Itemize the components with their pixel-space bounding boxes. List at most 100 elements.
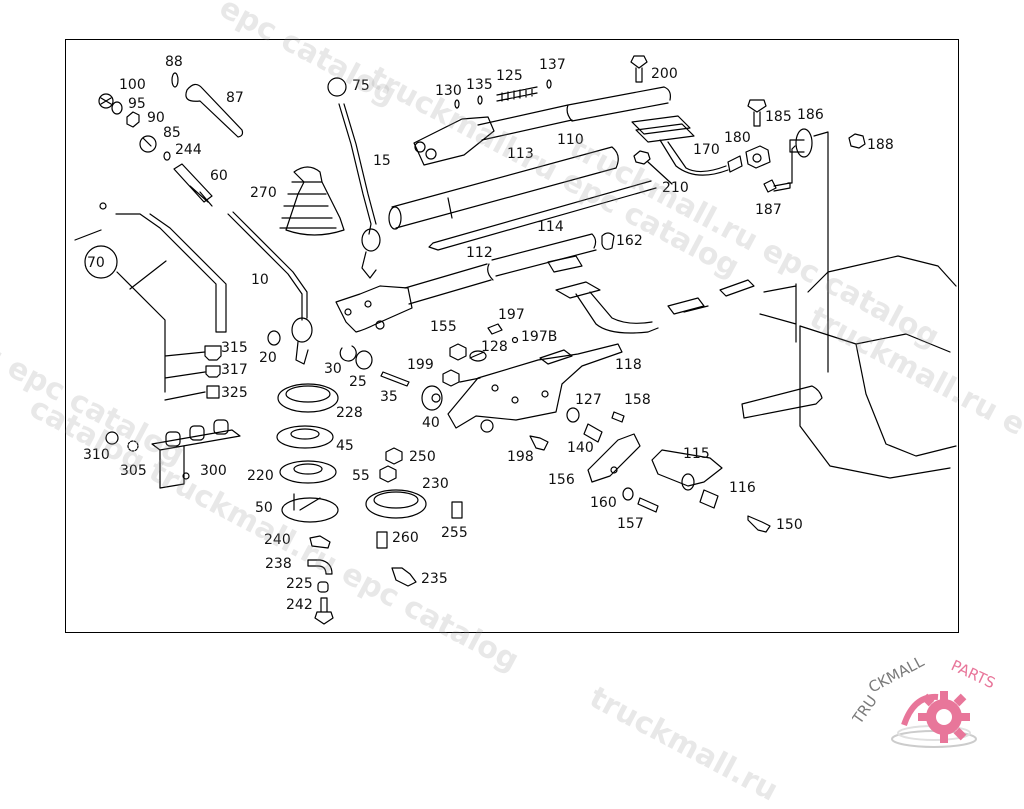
- part-label-255[interactable]: 255: [441, 525, 468, 541]
- part-label-170[interactable]: 170: [693, 142, 720, 158]
- part-310-nut[interactable]: [105, 431, 119, 445]
- part-156-lever[interactable]: [587, 433, 641, 483]
- part-label-125[interactable]: 125: [496, 68, 523, 84]
- part-label-197[interactable]: 197: [498, 307, 525, 323]
- part-label-114[interactable]: 114: [537, 219, 564, 235]
- part-170-pipe[interactable]: [635, 123, 743, 176]
- part-158-pin[interactable]: [611, 411, 625, 423]
- truckmallparts-logo[interactable]: TRU CKMALL PARTS: [848, 652, 1022, 750]
- part-244-grommet[interactable]: [163, 151, 171, 161]
- part-186-flange[interactable]: [789, 128, 813, 158]
- part-label-150[interactable]: 150: [776, 517, 803, 533]
- part-label-115[interactable]: 115: [683, 446, 710, 462]
- part-40-bushing[interactable]: [421, 385, 443, 411]
- part-135-washer[interactable]: [477, 95, 483, 105]
- part-label-220[interactable]: 220: [247, 468, 274, 484]
- part-label-116[interactable]: 116: [729, 480, 756, 496]
- part-label-300[interactable]: 300: [200, 463, 227, 479]
- part-label-200[interactable]: 200: [651, 66, 678, 82]
- part-260-bolt[interactable]: [376, 531, 388, 549]
- part-pedal-arm[interactable]: [555, 281, 659, 334]
- part-116-bushing[interactable]: [699, 489, 719, 509]
- part-label-242[interactable]: 242: [286, 597, 313, 613]
- part-90-nut[interactable]: [126, 111, 140, 128]
- part-label-240[interactable]: 240: [264, 532, 291, 548]
- part-label-70[interactable]: 70: [87, 255, 105, 271]
- part-label-244[interactable]: 244: [175, 142, 202, 158]
- part-label-158[interactable]: 158: [624, 392, 651, 408]
- part-70-callout[interactable]: [84, 245, 118, 279]
- part-label-235[interactable]: 235: [421, 571, 448, 587]
- part-label-185[interactable]: 185: [765, 109, 792, 125]
- part-label-50[interactable]: 50: [255, 500, 273, 516]
- part-185-bolt[interactable]: [747, 99, 767, 127]
- part-label-110[interactable]: 110: [557, 132, 584, 148]
- part-87-lever-grip[interactable]: [185, 83, 244, 138]
- part-label-20[interactable]: 20: [259, 350, 277, 366]
- part-200-bolt[interactable]: [630, 55, 648, 83]
- part-300-bracket[interactable]: [151, 419, 241, 489]
- part-label-85[interactable]: 85: [163, 125, 181, 141]
- part-label-35[interactable]: 35: [380, 389, 398, 405]
- part-110-rod[interactable]: [477, 86, 691, 141]
- part-88-ring[interactable]: [171, 72, 179, 88]
- part-label-40[interactable]: 40: [422, 415, 440, 431]
- part-label-155[interactable]: 155: [430, 319, 457, 335]
- part-label-198[interactable]: 198: [507, 449, 534, 465]
- part-187-bolt[interactable]: [763, 145, 796, 193]
- part-157-pin[interactable]: [637, 497, 659, 513]
- part-label-199[interactable]: 199: [407, 357, 434, 373]
- part-242-bolt[interactable]: [314, 597, 334, 625]
- part-20-bushing[interactable]: [267, 330, 281, 346]
- part-label-225[interactable]: 225: [286, 576, 313, 592]
- part-305-washer[interactable]: [127, 440, 139, 452]
- part-198-bolt[interactable]: [529, 435, 549, 451]
- part-label-162[interactable]: 162: [616, 233, 643, 249]
- part-250-nut[interactable]: [385, 447, 403, 465]
- part-label-55[interactable]: 55: [352, 468, 370, 484]
- part-35-pin[interactable]: [380, 371, 410, 387]
- part-label-15[interactable]: 15: [373, 153, 391, 169]
- part-label-210[interactable]: 210: [662, 180, 689, 196]
- part-label-270[interactable]: 270: [250, 185, 277, 201]
- part-127-bushing[interactable]: [566, 407, 580, 423]
- part-238-elbow[interactable]: [307, 559, 333, 575]
- part-210-nut[interactable]: [633, 150, 673, 185]
- part-30-circlip[interactable]: [339, 345, 357, 362]
- part-label-310[interactable]: 310: [83, 447, 110, 463]
- part-270-boot[interactable]: [279, 166, 345, 236]
- part-113-tube[interactable]: [388, 146, 619, 230]
- part-45-plate[interactable]: [276, 425, 334, 449]
- part-label-88[interactable]: 88: [165, 54, 183, 70]
- part-label-128[interactable]: 128: [481, 339, 508, 355]
- part-10-lever[interactable]: [227, 211, 313, 365]
- part-60-switch[interactable]: [173, 163, 213, 207]
- part-label-187[interactable]: 187: [755, 202, 782, 218]
- part-128-spring[interactable]: [469, 350, 487, 362]
- part-label-180[interactable]: 180: [724, 130, 751, 146]
- part-113-fork[interactable]: [413, 116, 495, 166]
- part-180-fitting[interactable]: [745, 145, 771, 169]
- part-label-140[interactable]: 140: [567, 440, 594, 456]
- part-label-230[interactable]: 230: [422, 476, 449, 492]
- part-label-87[interactable]: 87: [226, 90, 244, 106]
- part-label-112[interactable]: 112: [466, 245, 493, 261]
- part-label-75[interactable]: 75: [352, 78, 370, 94]
- part-label-45[interactable]: 45: [336, 438, 354, 454]
- part-label-95[interactable]: 95: [128, 96, 146, 112]
- part-162-clip[interactable]: [601, 232, 615, 250]
- part-240-clip[interactable]: [309, 535, 331, 549]
- part-label-250[interactable]: 250: [409, 449, 436, 465]
- part-label-197B[interactable]: 197B: [521, 329, 558, 345]
- part-label-186[interactable]: 186: [797, 107, 824, 123]
- part-label-160[interactable]: 160: [590, 495, 617, 511]
- part-155-nut[interactable]: [449, 343, 467, 361]
- part-label-127[interactable]: 127: [575, 392, 602, 408]
- part-label-156[interactable]: 156: [548, 472, 575, 488]
- part-label-118[interactable]: 118: [615, 357, 642, 373]
- part-label-30[interactable]: 30: [324, 361, 342, 377]
- part-label-60[interactable]: 60: [210, 168, 228, 184]
- part-25-bushing[interactable]: [355, 350, 373, 370]
- part-325-plug[interactable]: [206, 385, 220, 399]
- part-label-130[interactable]: 130: [435, 83, 462, 99]
